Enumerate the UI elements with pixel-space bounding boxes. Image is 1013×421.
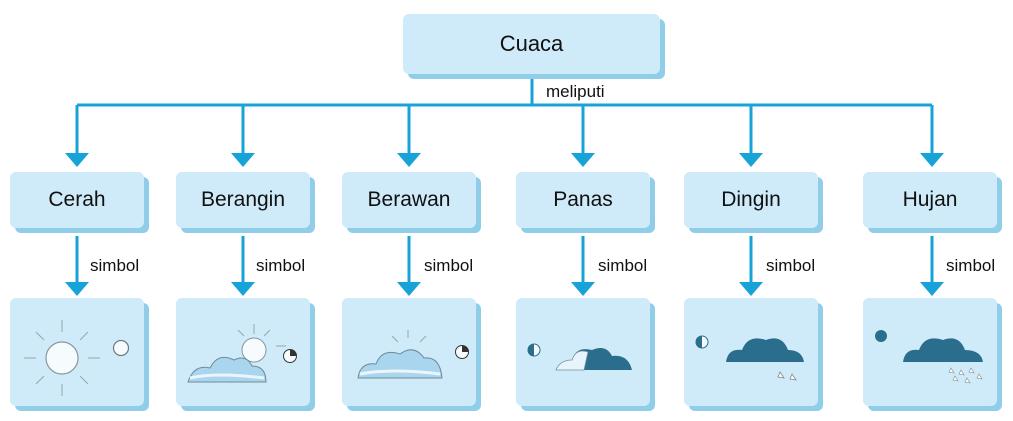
- sun-cloud-wind-icon: [187, 324, 297, 383]
- symbol-box-cerah: [10, 298, 144, 406]
- dark-cloud-icon: [527, 343, 632, 371]
- branch-arrow-head: [739, 153, 763, 167]
- symbol-label: simbol: [90, 256, 140, 275]
- branch-arrow-head: [571, 153, 595, 167]
- symbol-box-hujan: [863, 298, 997, 406]
- symbol-arrow-head: [231, 282, 255, 296]
- rain-cloud-icon: [875, 330, 983, 384]
- category-berawan: Berawan: [342, 172, 476, 228]
- symbol-arrow-head: [65, 282, 89, 296]
- category-label: Berawan: [367, 188, 451, 211]
- category-dingin: Dingin: [684, 172, 818, 228]
- category-hujan: Hujan: [863, 172, 997, 228]
- category-cerah: Cerah: [10, 172, 144, 228]
- category-label: Cerah: [48, 188, 106, 211]
- symbol-box-panas: [516, 298, 650, 406]
- symbol-label: simbol: [946, 256, 996, 275]
- branch-arrow-head: [397, 153, 421, 167]
- symbol-label: simbol: [256, 256, 306, 275]
- symbol-arrow-head: [571, 282, 595, 296]
- sun-icon: [24, 320, 130, 396]
- symbol-label: simbol: [598, 256, 648, 275]
- category-label: Berangin: [200, 188, 286, 211]
- symbol-box-dingin: [684, 298, 818, 406]
- branch-arrow-head: [231, 153, 255, 167]
- symbol-arrow-head: [920, 282, 944, 296]
- branch-arrow-head: [65, 153, 89, 167]
- cloud-icon: [357, 330, 469, 379]
- symbol-arrow-head: [739, 282, 763, 296]
- category-label: Panas: [553, 188, 613, 211]
- root-node: Cuaca: [403, 14, 660, 74]
- symbol-arrow-head: [397, 282, 421, 296]
- symbol-label: simbol: [766, 256, 816, 275]
- symbol-box-berangin: [176, 298, 310, 406]
- category-label: Dingin: [721, 188, 781, 211]
- dark-cloud-snow-icon: [695, 335, 804, 381]
- symbol-label: simbol: [424, 256, 474, 275]
- symbol-box-berawan: [342, 298, 476, 406]
- branch-arrow-head: [920, 153, 944, 167]
- relation-label: meliputi: [546, 82, 605, 101]
- category-label: Hujan: [902, 188, 958, 211]
- category-panas: Panas: [516, 172, 650, 228]
- category-berangin: Berangin: [176, 172, 310, 228]
- root-label: Cuaca: [499, 31, 564, 56]
